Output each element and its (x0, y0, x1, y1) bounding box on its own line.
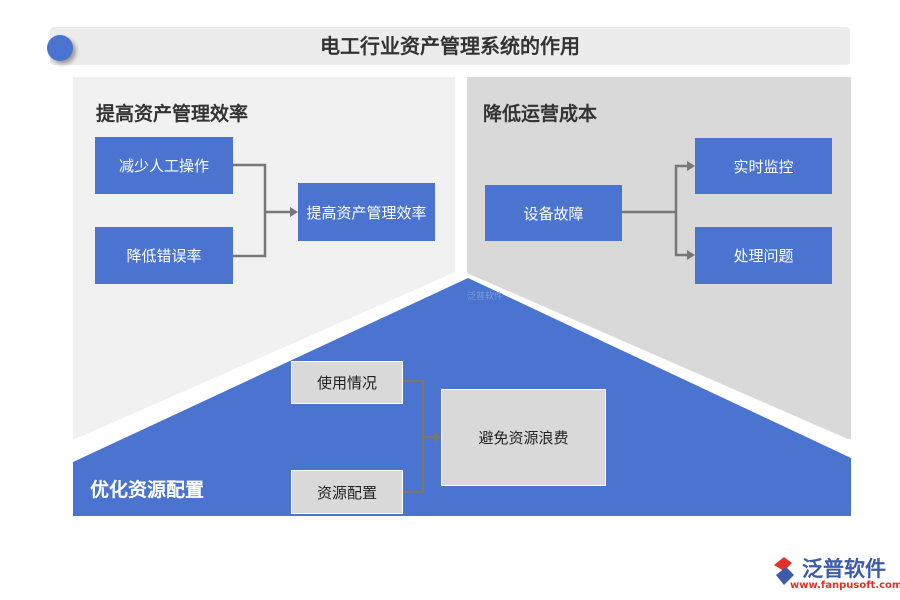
box-reduce-errors: 降低错误率 (95, 227, 233, 284)
fanpu-logo-icon (774, 557, 794, 585)
box-usage: 使用情况 (291, 361, 403, 404)
section-title-resources: 优化资源配置 (90, 479, 205, 501)
logo-name: 泛普软件 (802, 557, 886, 581)
box-handle-issues: 处理问题 (695, 227, 832, 284)
section-title-cost: 降低运营成本 (483, 103, 598, 125)
logo-url: www.fanpusoft.com (790, 580, 900, 591)
arrow-head-efficiency (290, 207, 298, 217)
arrow-head-resources (434, 432, 442, 442)
connector-cost (622, 164, 688, 257)
box-equipment-failure: 设备故障 (485, 185, 622, 241)
arrow-head-monitor (687, 161, 695, 171)
title-bullet-icon (47, 35, 73, 61)
box-avoid-waste: 避免资源浪费 (441, 389, 606, 486)
connector-resources (403, 379, 435, 494)
box-resource-allocation: 资源配置 (291, 470, 403, 514)
box-realtime-monitor: 实时监控 (695, 138, 832, 194)
section-title-efficiency: 提高资产管理效率 (96, 103, 249, 125)
box-reduce-manual: 减少人工操作 (95, 137, 233, 194)
connector-efficiency (233, 163, 292, 258)
arrow-head-handle (687, 250, 695, 260)
watermark-text: 泛普软件 (467, 292, 504, 302)
box-efficiency-result: 提高资产管理效率 (298, 183, 435, 241)
title-bar (50, 27, 850, 65)
page-title: 电工行业资产管理系统的作用 (320, 34, 580, 58)
